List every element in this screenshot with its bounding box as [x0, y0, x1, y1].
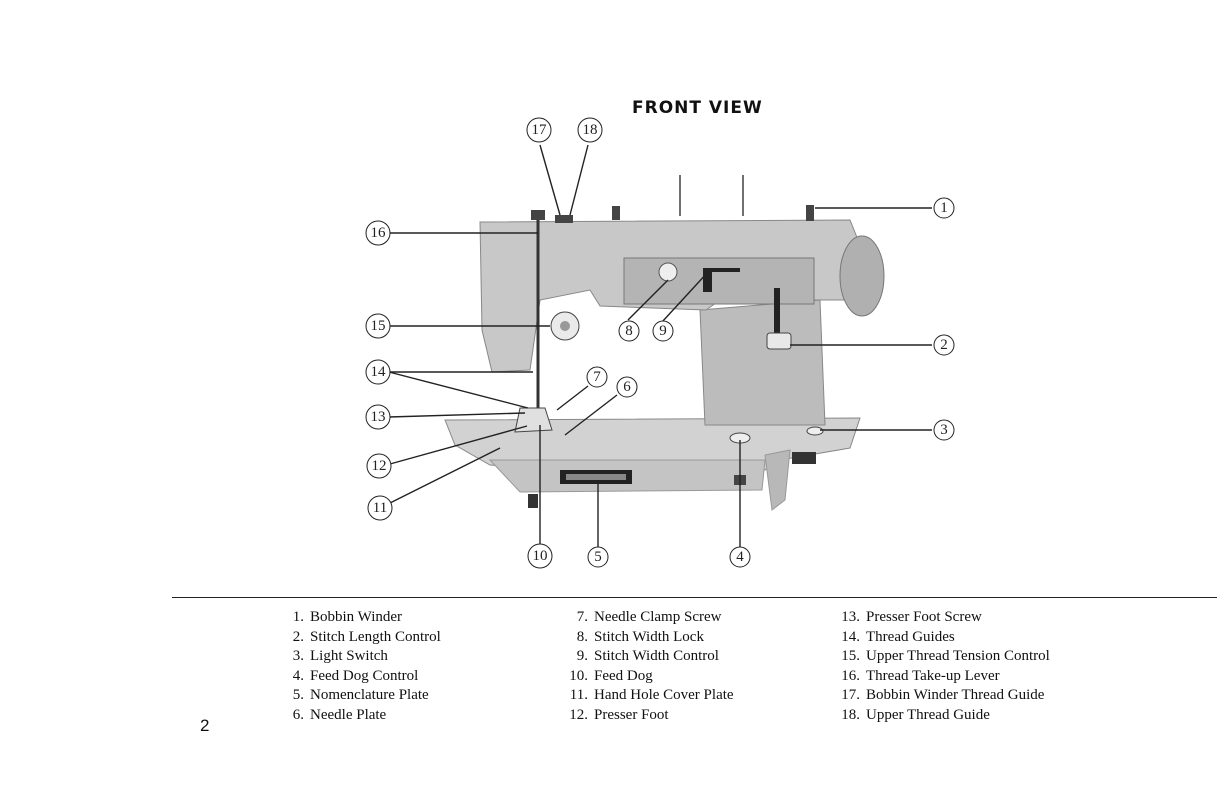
legend-item: 8.Stitch Width Lock [576, 628, 704, 645]
callout-11: 11 [367, 495, 393, 521]
callout-16: 16 [365, 220, 391, 246]
leader-lines [388, 144, 932, 548]
svg-text:9: 9 [659, 323, 667, 339]
svg-text:18: 18 [583, 122, 598, 138]
callout-15: 15 [365, 313, 391, 339]
callout-18: 18 [577, 117, 603, 143]
legend-item: 5.Nomenclature Plate [292, 687, 429, 703]
page-number: 2 [200, 716, 210, 735]
svg-text:4: 4 [736, 549, 744, 565]
legend-item: 15.Upper Thread Tension Control [841, 648, 1050, 664]
svg-text:14: 14 [371, 364, 387, 380]
callout-7: 7 [586, 366, 608, 388]
legend-column-1: 1.Bobbin Winder 2.Stitch Length Control … [270, 608, 441, 725]
legend-item: 4.Feed Dog Control [292, 667, 419, 684]
svg-text:5: 5 [594, 549, 602, 565]
callout-14: 14 [365, 359, 391, 385]
legend-item: 17.Bobbin Winder Thread Guide [841, 687, 1045, 703]
legend-item: 14.Thread Guides [841, 628, 955, 645]
legend-item: 11.Hand Hole Cover Plate [569, 687, 734, 703]
legend-item: 1.Bobbin Winder [292, 609, 403, 625]
callout-10: 10 [527, 543, 553, 569]
svg-text:3: 3 [940, 422, 948, 438]
legend-item: 9.Stitch Width Control [576, 648, 719, 664]
sewing-machine-diagram: 1 2 3 4 5 6 7 8 9 10 11 12 13 14 15 16 1… [365, 117, 955, 569]
diagram-title: FRONT VIEW [632, 98, 763, 118]
svg-text:17: 17 [532, 122, 548, 138]
callout-6: 6 [616, 376, 638, 398]
callout-13: 13 [365, 404, 391, 430]
legend-item: 10.Feed Dog [569, 667, 653, 684]
legend-column-3: 13.Presser Foot Screw 14.Thread Guides 1… [826, 608, 1050, 725]
svg-text:8: 8 [625, 323, 633, 339]
legend-item: 6.Needle Plate [292, 706, 387, 723]
callout-5: 5 [587, 546, 609, 568]
svg-text:15: 15 [371, 318, 386, 334]
svg-text:7: 7 [593, 369, 601, 385]
callout-8: 8 [618, 320, 640, 342]
callout-3: 3 [933, 419, 955, 441]
legend-divider [172, 597, 1217, 598]
legend-item: 16.Thread Take-up Lever [841, 667, 1000, 684]
callout-17: 17 [526, 117, 552, 143]
callout-9: 9 [652, 320, 674, 342]
legend-item: 2.Stitch Length Control [292, 628, 441, 645]
svg-text:11: 11 [373, 500, 387, 516]
legend-column-2: 7.Needle Clamp Screw 8.Stitch Width Lock… [554, 608, 734, 725]
callout-2: 2 [933, 334, 955, 356]
legend-item: 7.Needle Clamp Screw [576, 609, 722, 625]
legend-item: 13.Presser Foot Screw [841, 609, 982, 625]
svg-text:2: 2 [940, 337, 948, 353]
svg-text:6: 6 [623, 379, 631, 395]
callout-4: 4 [729, 546, 751, 568]
svg-text:13: 13 [371, 409, 386, 425]
legend-item: 18.Upper Thread Guide [841, 706, 990, 723]
sewing-machine-illustration [444, 175, 885, 511]
svg-text:16: 16 [371, 225, 387, 241]
svg-text:10: 10 [533, 548, 548, 564]
legend-item: 3.Light Switch [292, 648, 388, 664]
legend-item: 12.Presser Foot [569, 706, 669, 723]
svg-text:1: 1 [940, 200, 948, 216]
callout-1: 1 [933, 197, 955, 219]
callout-12: 12 [366, 453, 392, 479]
svg-text:12: 12 [372, 458, 387, 474]
